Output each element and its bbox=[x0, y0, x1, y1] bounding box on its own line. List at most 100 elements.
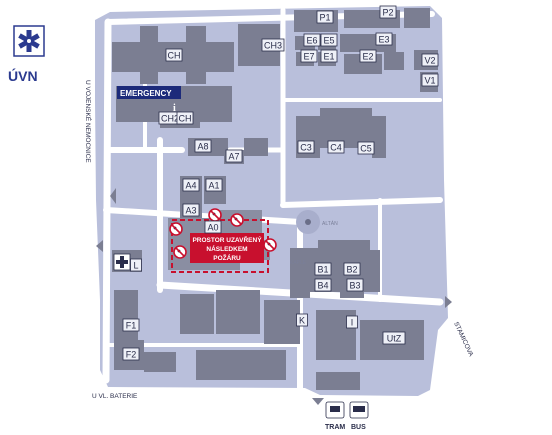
building-tag-label: A7 bbox=[228, 152, 239, 162]
building-tag-label: CH2 bbox=[161, 114, 179, 124]
building-tag-box bbox=[346, 278, 364, 292]
building-tag-e6[interactable]: E6 bbox=[303, 33, 321, 47]
building-tag-box bbox=[359, 49, 377, 63]
building-tag-box bbox=[176, 111, 194, 125]
building-tag-box bbox=[122, 347, 140, 361]
building-tag-box bbox=[182, 178, 200, 192]
no-entry-icon bbox=[169, 222, 183, 236]
building-tag-ch3[interactable]: CH3 bbox=[261, 38, 285, 52]
tram-icon bbox=[325, 401, 345, 419]
building-tag-c4[interactable]: C4 bbox=[327, 140, 345, 154]
building-tag-box bbox=[130, 258, 142, 272]
building-tag-a7[interactable]: A7 bbox=[225, 149, 243, 163]
building-tag-label: E6 bbox=[306, 36, 317, 46]
building-tag-a1[interactable]: A1 bbox=[205, 178, 223, 192]
building-tag-e3[interactable]: E3 bbox=[375, 32, 393, 46]
building-tag-l[interactable]: L bbox=[130, 258, 142, 272]
no-entry-icon bbox=[173, 245, 187, 259]
building-tag-label: CH bbox=[179, 114, 192, 124]
emergency-tag[interactable]: EMERGENCY bbox=[117, 86, 181, 99]
building-tag-e7[interactable]: E7 bbox=[300, 49, 318, 63]
no-entry-icons bbox=[169, 208, 277, 259]
street-bottom: U VL. BATERIE bbox=[92, 393, 138, 400]
building-tag-label: A8 bbox=[197, 142, 208, 152]
building-tag-label: P1 bbox=[319, 13, 330, 23]
hospital-cross-icon bbox=[113, 253, 131, 271]
building-tag-box bbox=[320, 33, 338, 47]
building-tag-box bbox=[261, 38, 285, 52]
fire-zone-banner bbox=[190, 233, 264, 263]
building-tag-label: E2 bbox=[362, 52, 373, 62]
fire-zone-line1: PROSTOR UZAVŘENÝ bbox=[192, 235, 262, 244]
building-tag-f2[interactable]: F2 bbox=[122, 347, 140, 361]
building-tag-label: E1 bbox=[323, 52, 334, 62]
building-tag-label: B2 bbox=[346, 265, 357, 275]
fire-zone-line2: NÁSLEDKEM bbox=[206, 244, 247, 253]
building-tag-e1[interactable]: E1 bbox=[320, 49, 338, 63]
building-tag-label: E3 bbox=[378, 35, 389, 45]
building-tag-box bbox=[122, 318, 140, 332]
bus-label: BUS bbox=[351, 424, 366, 431]
building-tag-ch1b[interactable]: CH bbox=[176, 111, 194, 125]
building-tag-box bbox=[300, 49, 318, 63]
emergency-label: EMERGENCY bbox=[120, 89, 172, 98]
building-tag-b2[interactable]: B2 bbox=[343, 262, 361, 276]
building-tag-a4[interactable]: A4 bbox=[182, 178, 200, 192]
building-tag-e5[interactable]: E5 bbox=[320, 33, 338, 47]
building-tag-f1[interactable]: F1 bbox=[122, 318, 140, 332]
building-tag-b3[interactable]: B3 bbox=[346, 278, 364, 292]
fire-closed-zone: PROSTOR UZAVŘENÝ NÁSLEDKEM POŽÁRU bbox=[171, 219, 269, 273]
building-tag-label: CH bbox=[168, 51, 181, 61]
building-tag-box bbox=[165, 48, 183, 62]
no-entry-icon bbox=[230, 213, 244, 227]
building-tag-v2[interactable]: V2 bbox=[421, 53, 439, 67]
building-tag-label: CH3 bbox=[264, 41, 282, 51]
tram-label: TRAM bbox=[325, 424, 345, 431]
building-tag-box bbox=[303, 33, 321, 47]
logo-text: ÚVN bbox=[8, 67, 38, 84]
building-tag-label: B4 bbox=[317, 281, 328, 291]
building-tag-a0[interactable]: A0 bbox=[204, 220, 222, 234]
building-tag-label: V1 bbox=[424, 76, 435, 86]
building-tag-label: K bbox=[299, 316, 305, 326]
building-tag-p1[interactable]: P1 bbox=[316, 10, 334, 24]
building-tag-box bbox=[297, 140, 315, 154]
building-tag-b1[interactable]: B1 bbox=[314, 262, 332, 276]
building-tag-a3[interactable]: A3 bbox=[182, 203, 200, 217]
building-tag-k[interactable]: K bbox=[296, 313, 308, 327]
building-tag-b4[interactable]: B4 bbox=[314, 278, 332, 292]
building-tag-v1[interactable]: V1 bbox=[421, 73, 439, 87]
building-tag-box bbox=[225, 149, 243, 163]
building-tag-ch1[interactable]: CH bbox=[165, 48, 183, 62]
building-tag-label: B3 bbox=[349, 281, 360, 291]
building-tag-label: UtZ bbox=[387, 334, 402, 344]
building-tag-a8[interactable]: A8 bbox=[194, 139, 212, 153]
building-tag-box bbox=[316, 10, 334, 24]
no-entry-icon bbox=[208, 208, 222, 222]
building-tag-label: A4 bbox=[185, 181, 196, 191]
building-tag-box bbox=[357, 141, 375, 155]
fire-zone-line3: POŽÁRU bbox=[213, 253, 241, 262]
building-tag-box bbox=[379, 5, 397, 19]
building-tag-label: A1 bbox=[208, 181, 219, 191]
building-tag-p2[interactable]: P2 bbox=[379, 5, 397, 19]
building-tag-box bbox=[182, 203, 200, 217]
direction-arrow-icon[interactable] bbox=[96, 188, 452, 405]
building-tag-label: C3 bbox=[300, 143, 312, 153]
star-of-life-icon bbox=[18, 30, 40, 52]
building-tag-e2[interactable]: E2 bbox=[359, 49, 377, 63]
street-left: U VOJENSKÉ NEMOCNICE bbox=[84, 80, 93, 163]
building-tag-box bbox=[382, 331, 406, 345]
building-tag-c3[interactable]: C3 bbox=[297, 140, 315, 154]
street-right: STAMICOVA bbox=[452, 321, 474, 358]
building-tag-box bbox=[346, 315, 358, 329]
building-tag-label: I bbox=[351, 318, 354, 328]
building-tag-box bbox=[421, 73, 439, 87]
building-tag-i[interactable]: I bbox=[346, 315, 358, 329]
building-tag-box bbox=[343, 262, 361, 276]
building-tag-label: F1 bbox=[126, 321, 137, 331]
building-tag-c5[interactable]: C5 bbox=[357, 141, 375, 155]
building-tag-utz[interactable]: UtZ bbox=[382, 331, 406, 345]
